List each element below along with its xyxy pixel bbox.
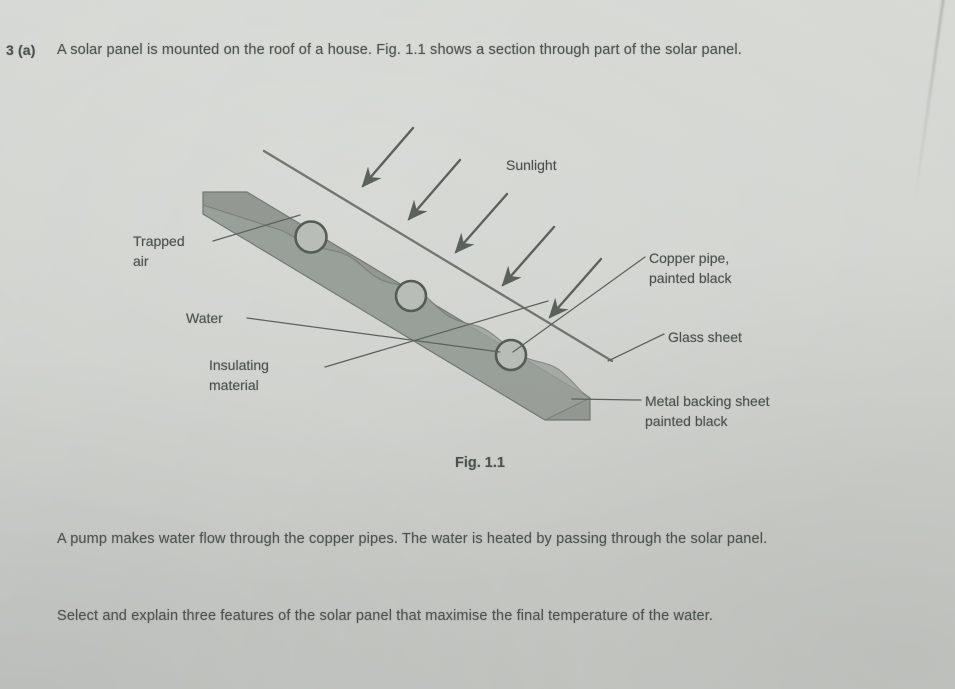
sunlight-arrow: [407, 158, 462, 221]
leader-metal: [571, 398, 642, 401]
glass-sheet-shape: [262, 149, 614, 363]
label-insulating-material: Insulating material: [209, 357, 269, 393]
label-copper-pipe: Copper pipe, painted black: [649, 250, 732, 286]
label-water: Water: [186, 310, 223, 326]
label-leader-lines: [212, 214, 665, 401]
leader-water: [246, 317, 501, 353]
sunlight-arrow: [501, 225, 556, 287]
label-sunlight: Sunlight: [506, 157, 557, 173]
sunlight-arrow: [361, 126, 415, 188]
leader-trapped-air: [212, 214, 301, 242]
leader-glass: [607, 333, 665, 362]
water-shape: [202, 204, 592, 421]
label-metal-backing-sheet: Metal backing sheet painted black: [645, 393, 770, 429]
figure-caption: Fig. 1.1: [455, 455, 505, 471]
sunlight-arrow: [454, 192, 509, 254]
question-paragraph-1: A pump makes water flow through the copp…: [57, 531, 768, 547]
label-trapped-air: Trapped air: [133, 233, 185, 269]
question-number: 3 (a): [6, 42, 36, 58]
sunlight-arrow: [548, 257, 603, 319]
sunlight-arrows: [361, 126, 603, 319]
question-paragraph-2: Select and explain three features of the…: [57, 608, 714, 624]
leader-insulating: [324, 300, 549, 368]
label-glass-sheet: Glass sheet: [668, 329, 742, 345]
question-stem: A solar panel is mounted on the roof of …: [57, 42, 742, 58]
leader-copper: [512, 256, 646, 353]
